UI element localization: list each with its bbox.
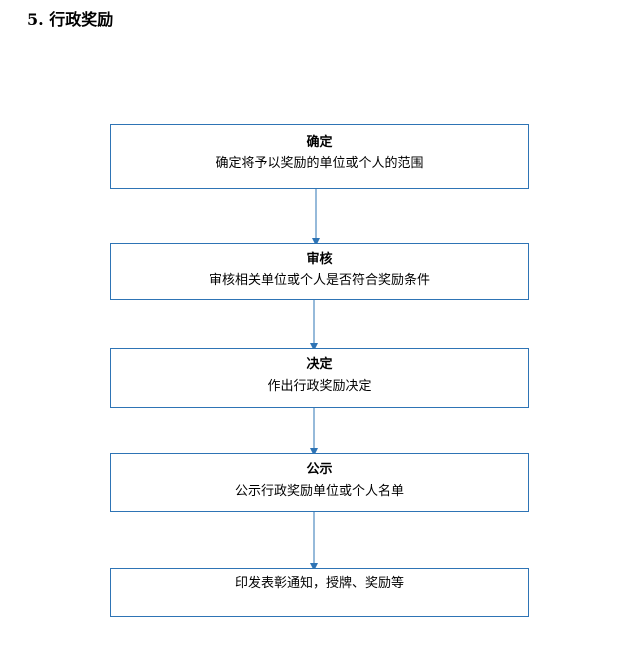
step-title: 公示 <box>306 462 333 477</box>
flow-step-issue-notice: 印发表彰通知，授牌、奖励等 <box>110 568 529 617</box>
flow-step-publicize: 公示 公示行政奖励单位或个人名单 <box>110 453 529 512</box>
step-title: 决定 <box>306 357 333 372</box>
flow-step-review: 审核 审核相关单位或个人是否符合奖励条件 <box>110 243 529 300</box>
step-description: 作出行政奖励决定 <box>267 379 372 394</box>
step-description: 审核相关单位或个人是否符合奖励条件 <box>208 273 430 288</box>
step-description: 确定将予以奖励的单位或个人的范围 <box>215 156 424 171</box>
step-description: 公示行政奖励单位或个人名单 <box>234 484 404 499</box>
flow-step-decide: 决定 作出行政奖励决定 <box>110 348 529 408</box>
step-title: 确定 <box>306 135 333 150</box>
flow-step-confirm: 确定 确定将予以奖励的单位或个人的范围 <box>110 124 529 189</box>
step-title: 审核 <box>306 252 333 267</box>
step-description: 印发表彰通知，授牌、奖励等 <box>234 576 404 591</box>
page-title: 5. 行政奖励 <box>27 10 114 29</box>
